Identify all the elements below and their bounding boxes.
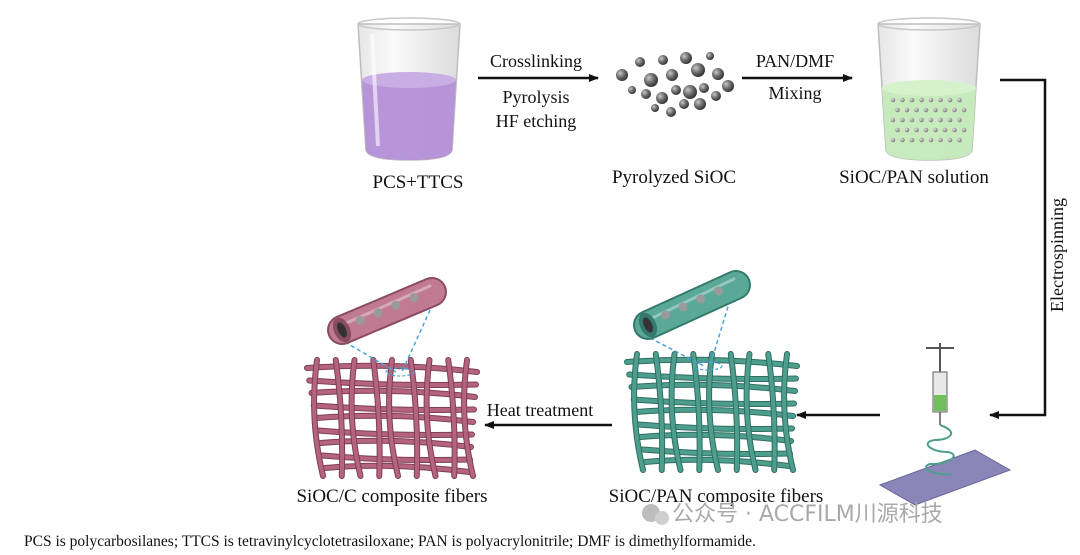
carbon-fiber-mesh bbox=[304, 277, 480, 479]
watermark-text: 公众号 · ACCFILM川源科技 bbox=[672, 502, 943, 527]
pan-fiber-mesh bbox=[624, 270, 800, 473]
electrospinning-setup bbox=[878, 343, 1012, 506]
watermark: 公众号 · ACCFILM川源科技 bbox=[642, 502, 943, 527]
sioc-particles bbox=[616, 52, 734, 117]
label-sioc-c-fibers: SiOC/C composite fibers bbox=[296, 486, 487, 507]
precursor-beaker bbox=[357, 17, 461, 161]
solution-beaker bbox=[877, 17, 981, 161]
footnote: PCS is polycarbosilanes; TTCS is tetravi… bbox=[24, 533, 756, 550]
label-sioc-pan-solution: SiOC/PAN solution bbox=[839, 167, 989, 188]
label-pan-dmf: PAN/DMF bbox=[756, 51, 834, 71]
label-crosslinking: Crosslinking bbox=[490, 51, 582, 71]
label-precursor: PCS+TTCS bbox=[373, 172, 464, 193]
label-pyrolyzed-sioc: Pyrolyzed SiOC bbox=[612, 167, 736, 188]
label-hf-etching: HF etching bbox=[496, 111, 577, 131]
label-mixing: Mixing bbox=[768, 83, 821, 103]
label-electrospinning: Electrospinning bbox=[1047, 198, 1067, 312]
label-heat-treatment: Heat treatment bbox=[487, 400, 593, 420]
arrow-electrospinning bbox=[989, 78, 1047, 419]
label-pyrolysis: Pyrolysis bbox=[502, 87, 569, 107]
label-sioc-pan-fibers: SiOC/PAN composite fibers bbox=[609, 486, 824, 507]
